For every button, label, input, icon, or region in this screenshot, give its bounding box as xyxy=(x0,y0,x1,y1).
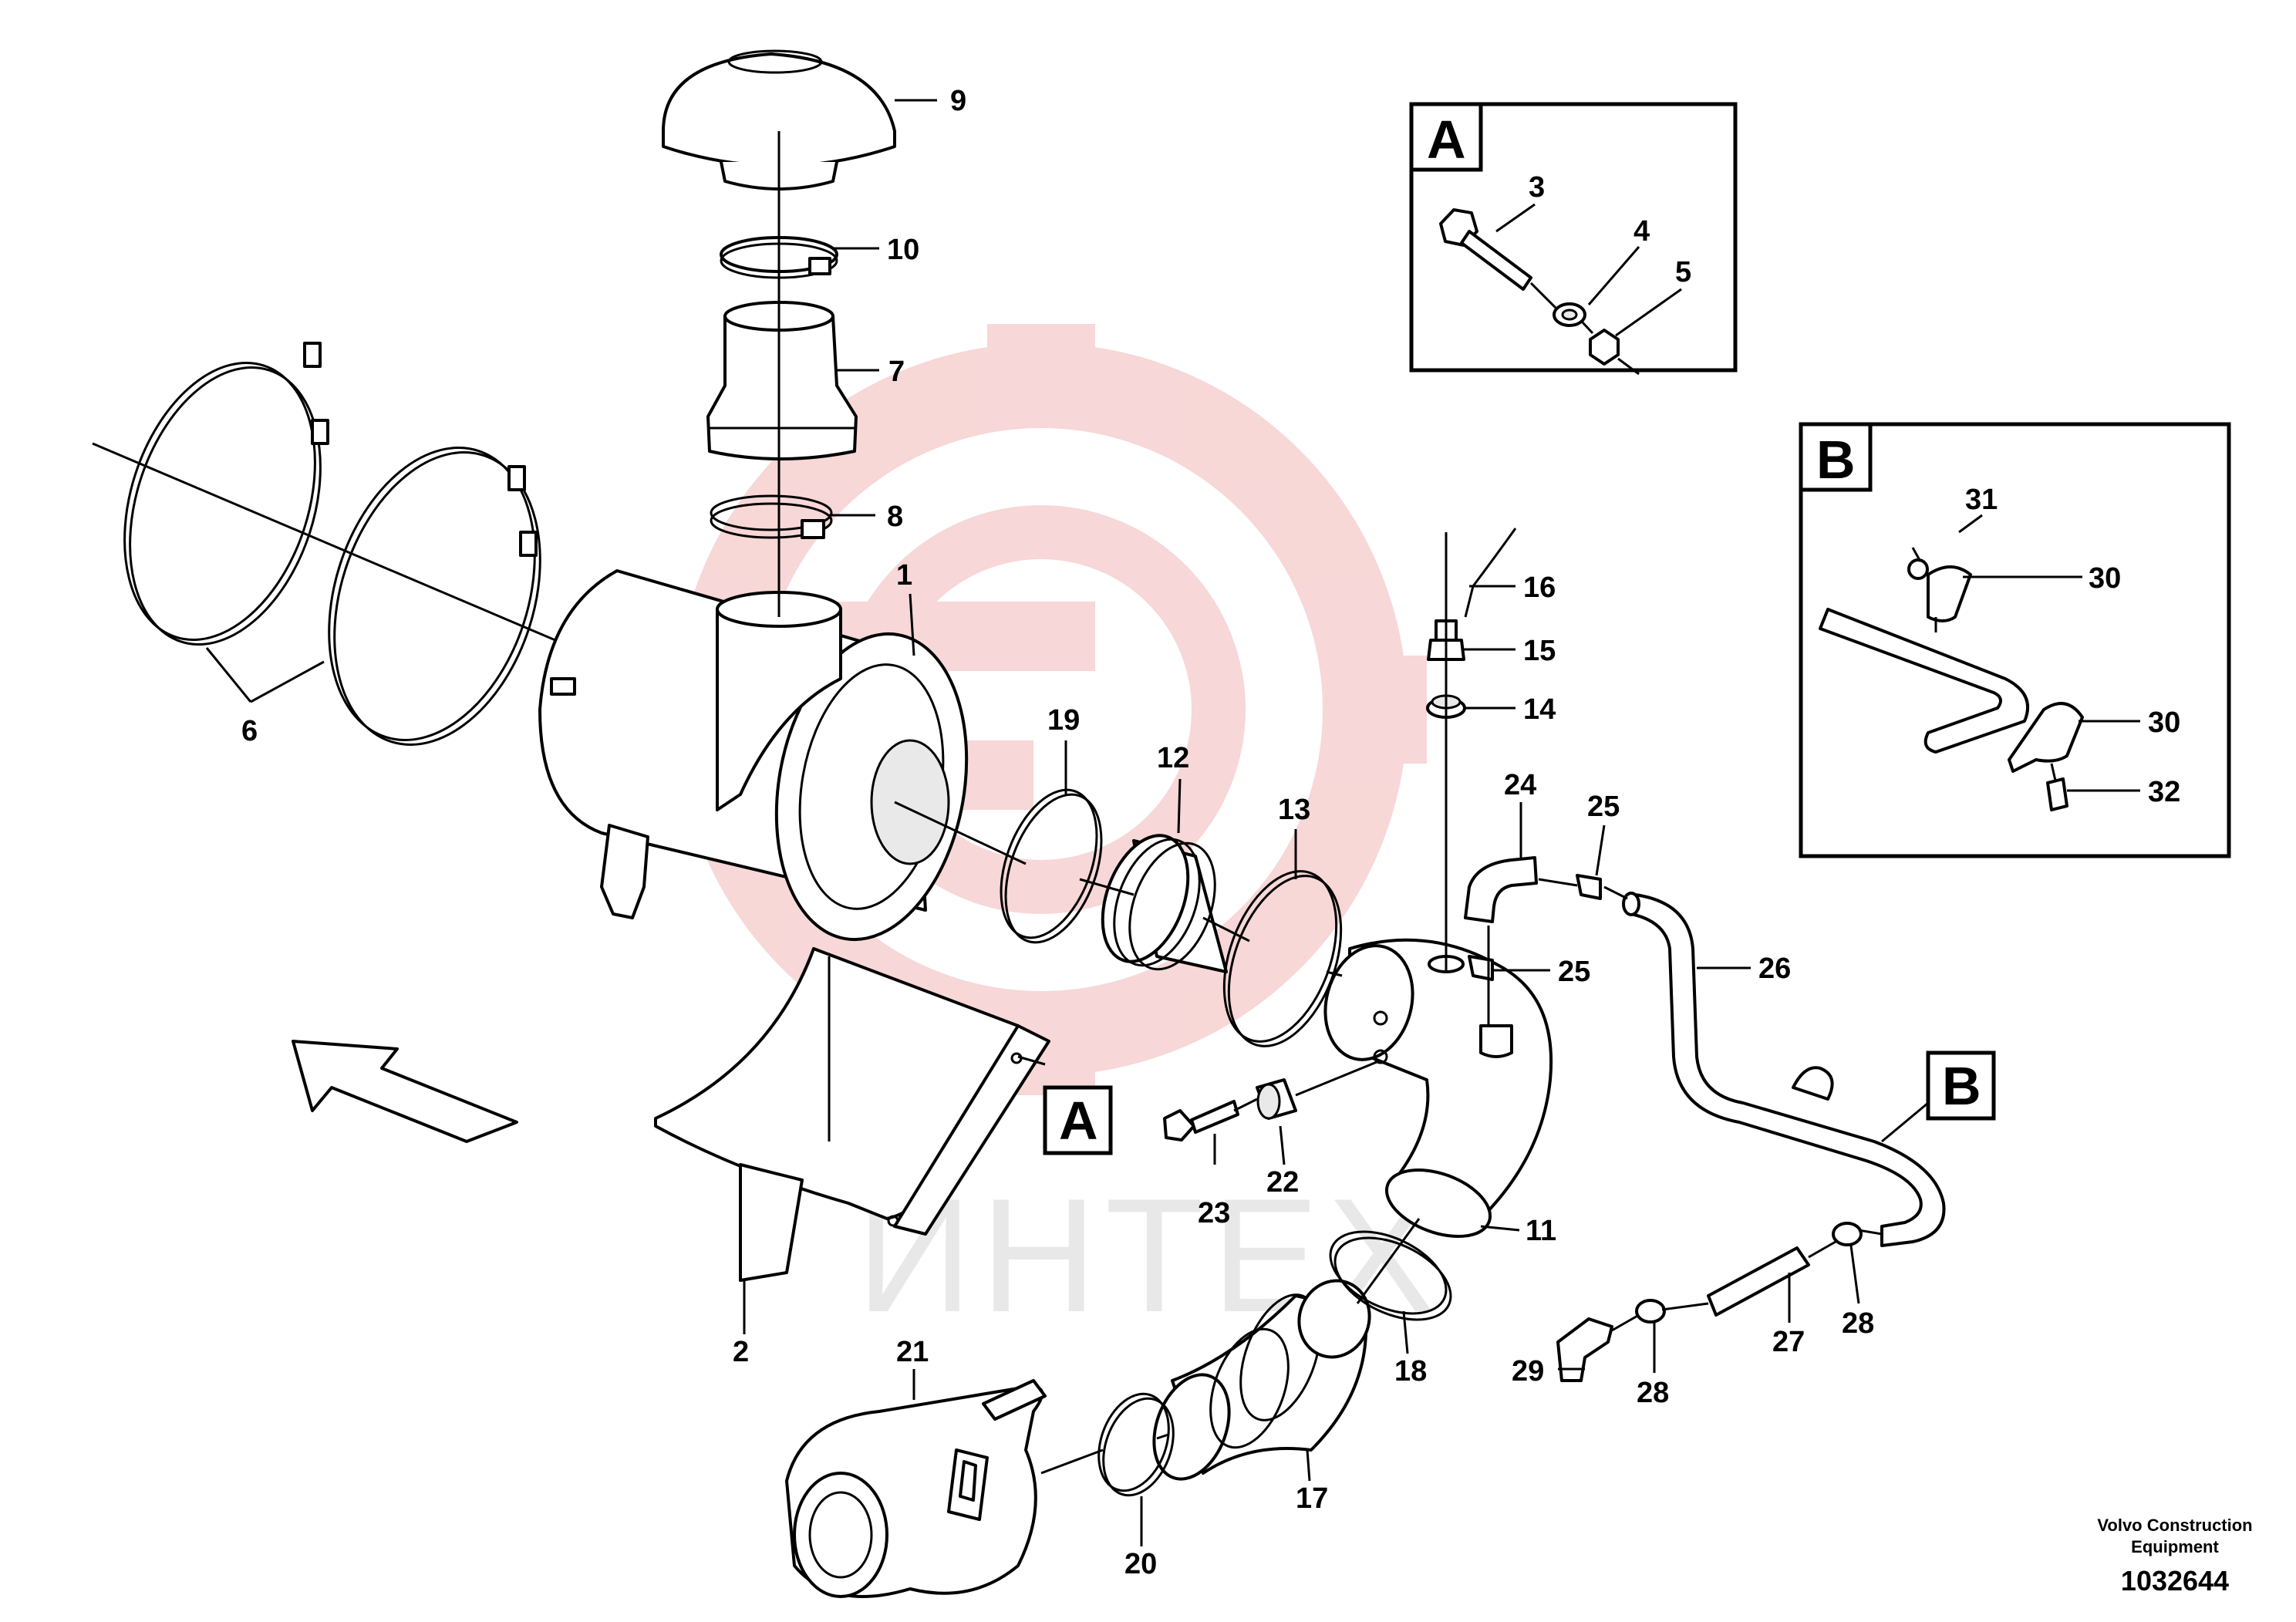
part-24-hose-elbow xyxy=(1464,856,1538,923)
callout-16: 16 xyxy=(1523,572,1556,604)
inset-detail-b xyxy=(1799,422,2231,858)
part-8-hose-clamp xyxy=(710,494,833,539)
flow-direction-arrow xyxy=(292,1040,518,1143)
callout-28-left: 28 xyxy=(1637,1377,1669,1409)
part-26-pipe xyxy=(1622,892,1946,1247)
part-32-bolt xyxy=(2046,777,2068,811)
assembly-axis-lines xyxy=(92,131,1883,1475)
part-4-washer xyxy=(1553,302,1586,327)
callout-23: 23 xyxy=(1198,1197,1230,1229)
part-27-hose xyxy=(1707,1246,1810,1317)
part-31-nut xyxy=(1907,558,1929,580)
part-9-rain-cap xyxy=(662,49,896,191)
callout-5: 5 xyxy=(1675,256,1691,288)
callout-4: 4 xyxy=(1633,215,1650,248)
callout-17: 17 xyxy=(1296,1482,1328,1515)
callout-2: 2 xyxy=(733,1336,749,1368)
part-17-rubber-hose xyxy=(1152,1279,1371,1481)
inset-a-label: A xyxy=(1427,110,1466,170)
part-3-bolt xyxy=(1439,208,1532,291)
part-20-clamp-ring xyxy=(1097,1392,1175,1497)
part-7-precleaner-tube xyxy=(706,301,858,460)
part-25-clip-lower xyxy=(1468,955,1494,981)
callout-6: 6 xyxy=(241,715,258,747)
callout-8: 8 xyxy=(887,501,903,533)
part-28-clamp-right xyxy=(1832,1222,1863,1246)
part-1-air-filter-housing xyxy=(538,569,969,942)
maker-line-1: Volvo Construction xyxy=(2097,1516,2252,1535)
callout-10: 10 xyxy=(887,234,919,266)
detail-ref-box-a: A xyxy=(1043,1085,1113,1155)
part-25-clip-upper xyxy=(1576,874,1602,900)
maker-line-2: Equipment xyxy=(2131,1537,2219,1556)
callout-13: 13 xyxy=(1278,794,1310,826)
callout-9: 9 xyxy=(950,85,966,117)
part-23-bolt xyxy=(1163,1100,1239,1141)
part-30-bracket-lower xyxy=(2008,702,2084,773)
leader-lines xyxy=(205,99,2140,1546)
callout-24: 24 xyxy=(1504,769,1536,801)
callout-7: 7 xyxy=(888,356,905,388)
callout-25-lower: 25 xyxy=(1558,956,1590,988)
callout-27: 27 xyxy=(1772,1326,1805,1358)
footer-block: Volvo Construction Equipment 1032644 xyxy=(2097,1516,2252,1597)
callout-11: 11 xyxy=(1526,1215,1556,1247)
inset-detail-a xyxy=(1409,102,1738,376)
callout-28-right: 28 xyxy=(1842,1307,1874,1340)
part-6-band-clamps xyxy=(123,342,541,746)
part-28-clamp-left xyxy=(1635,1299,1666,1324)
callout-30-lower: 30 xyxy=(2148,706,2180,739)
callout-labels: 9 10 7 8 1 6 19 12 13 16 15 14 24 25 25 … xyxy=(241,85,2180,1580)
callout-15: 15 xyxy=(1523,635,1556,667)
callout-30-upper: 30 xyxy=(2089,562,2121,595)
inset-b-label: B xyxy=(1816,430,1856,490)
part-5-nut xyxy=(1589,329,1620,366)
part-11-elbow-intake xyxy=(1323,938,1553,1238)
callout-1: 1 xyxy=(896,559,912,592)
callout-26: 26 xyxy=(1758,953,1791,985)
callout-31: 31 xyxy=(1965,484,1998,516)
detail-ref-box-b: B xyxy=(1926,1050,1996,1121)
part-2-bracket xyxy=(654,947,1050,1282)
part-30-bracket-upper xyxy=(1927,565,1972,622)
detail-ref-a-label: A xyxy=(1059,1091,1098,1151)
detail-ref-b-label: B xyxy=(1942,1056,1981,1116)
callout-3: 3 xyxy=(1529,171,1545,204)
callout-20: 20 xyxy=(1124,1548,1157,1580)
callout-32: 32 xyxy=(2148,776,2180,808)
drawing-number: 1032644 xyxy=(2121,1565,2229,1597)
part-22-spacer xyxy=(1256,1078,1297,1120)
part-29-elbow-fitting xyxy=(1556,1317,1613,1382)
callout-14: 14 xyxy=(1523,693,1556,726)
callout-29: 29 xyxy=(1512,1355,1544,1388)
callout-18: 18 xyxy=(1394,1355,1427,1388)
callout-12: 12 xyxy=(1157,742,1189,774)
callout-19: 19 xyxy=(1047,704,1080,737)
callout-25-upper: 25 xyxy=(1587,791,1620,823)
callout-21: 21 xyxy=(896,1336,929,1368)
callout-22: 22 xyxy=(1266,1166,1299,1199)
part-16-wire xyxy=(1464,528,1517,618)
part-21-turbocharger xyxy=(785,1379,1047,1598)
part-12-rubber-coupling xyxy=(1101,834,1228,973)
